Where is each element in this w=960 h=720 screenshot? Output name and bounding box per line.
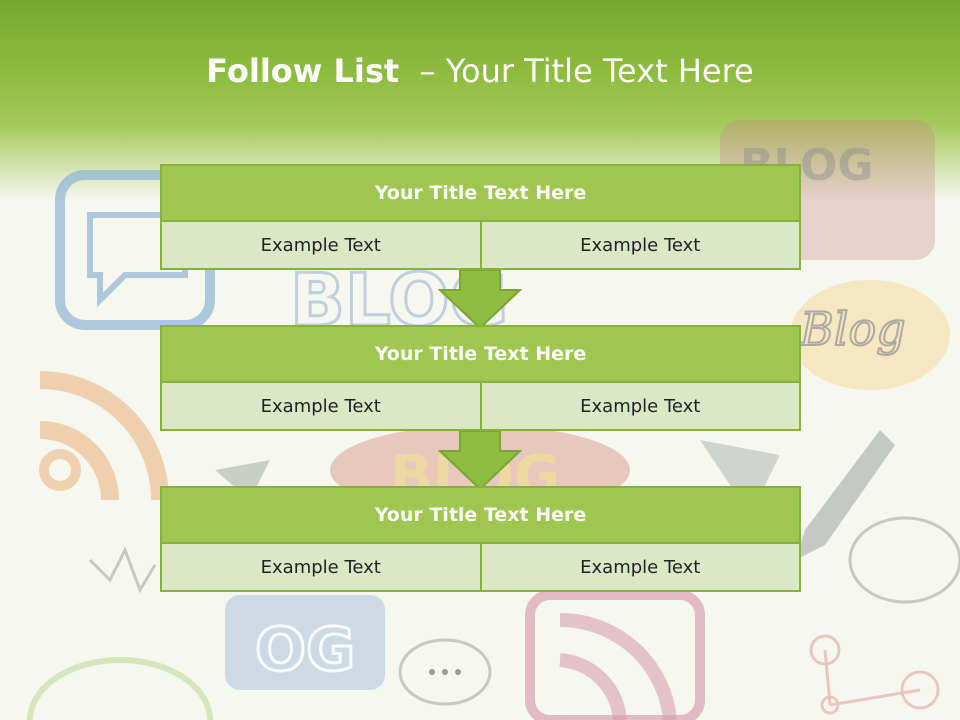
block-cell-right: Example Text — [479, 222, 800, 268]
speech-bubble-bottom — [398, 638, 492, 706]
blue-og-badge — [225, 595, 385, 690]
network-diagram-icon — [809, 634, 940, 715]
rss-waves-pink — [559, 612, 677, 720]
bubble-dot — [455, 669, 461, 675]
block-row: Example Text Example Text — [162, 222, 799, 268]
bottom-left-arc — [27, 657, 213, 720]
pencil-icon — [795, 430, 895, 560]
bubble-dot — [442, 669, 448, 675]
gray-triangle-icon — [700, 440, 780, 515]
down-arrow-icon — [438, 431, 522, 491]
block-title: Your Title Text Here — [162, 488, 799, 544]
bubble-dot — [429, 669, 435, 675]
follow-block-3: Your Title Text Here Example Text Exampl… — [160, 486, 801, 592]
slide-title: Follow List – Your Title Text Here — [0, 52, 960, 90]
block-cell-left: Example Text — [260, 234, 381, 256]
follow-block-1: Your Title Text Here Example Text Exampl… — [160, 164, 801, 270]
block-cell-right: Example Text — [479, 544, 800, 590]
bg-word-blog-3: Blog — [799, 302, 906, 356]
title-rest: – Your Title Text Here — [399, 52, 754, 90]
yellow-cloud — [790, 280, 950, 390]
block-row: Example Text Example Text — [162, 383, 799, 429]
block-title: Your Title Text Here — [162, 327, 799, 383]
follow-block-2: Your Title Text Here Example Text Exampl… — [160, 325, 801, 431]
zigzag-doodle — [88, 546, 157, 594]
down-arrow-icon — [438, 270, 522, 330]
rss-icon-orange — [39, 371, 169, 501]
block-cell-left: Example Text — [260, 395, 381, 417]
rss-icon-pink — [525, 590, 705, 720]
bg-word-og: OG — [255, 615, 355, 685]
rss-dot-orange — [39, 449, 81, 491]
title-bold: Follow List — [206, 52, 400, 90]
block-row: Example Text Example Text — [162, 544, 799, 590]
speech-bubble-right — [848, 516, 960, 604]
gray-arrow-icon — [215, 460, 270, 500]
block-title: Your Title Text Here — [162, 166, 799, 222]
block-cell-left: Example Text — [260, 556, 381, 578]
block-cell-right: Example Text — [479, 383, 800, 429]
